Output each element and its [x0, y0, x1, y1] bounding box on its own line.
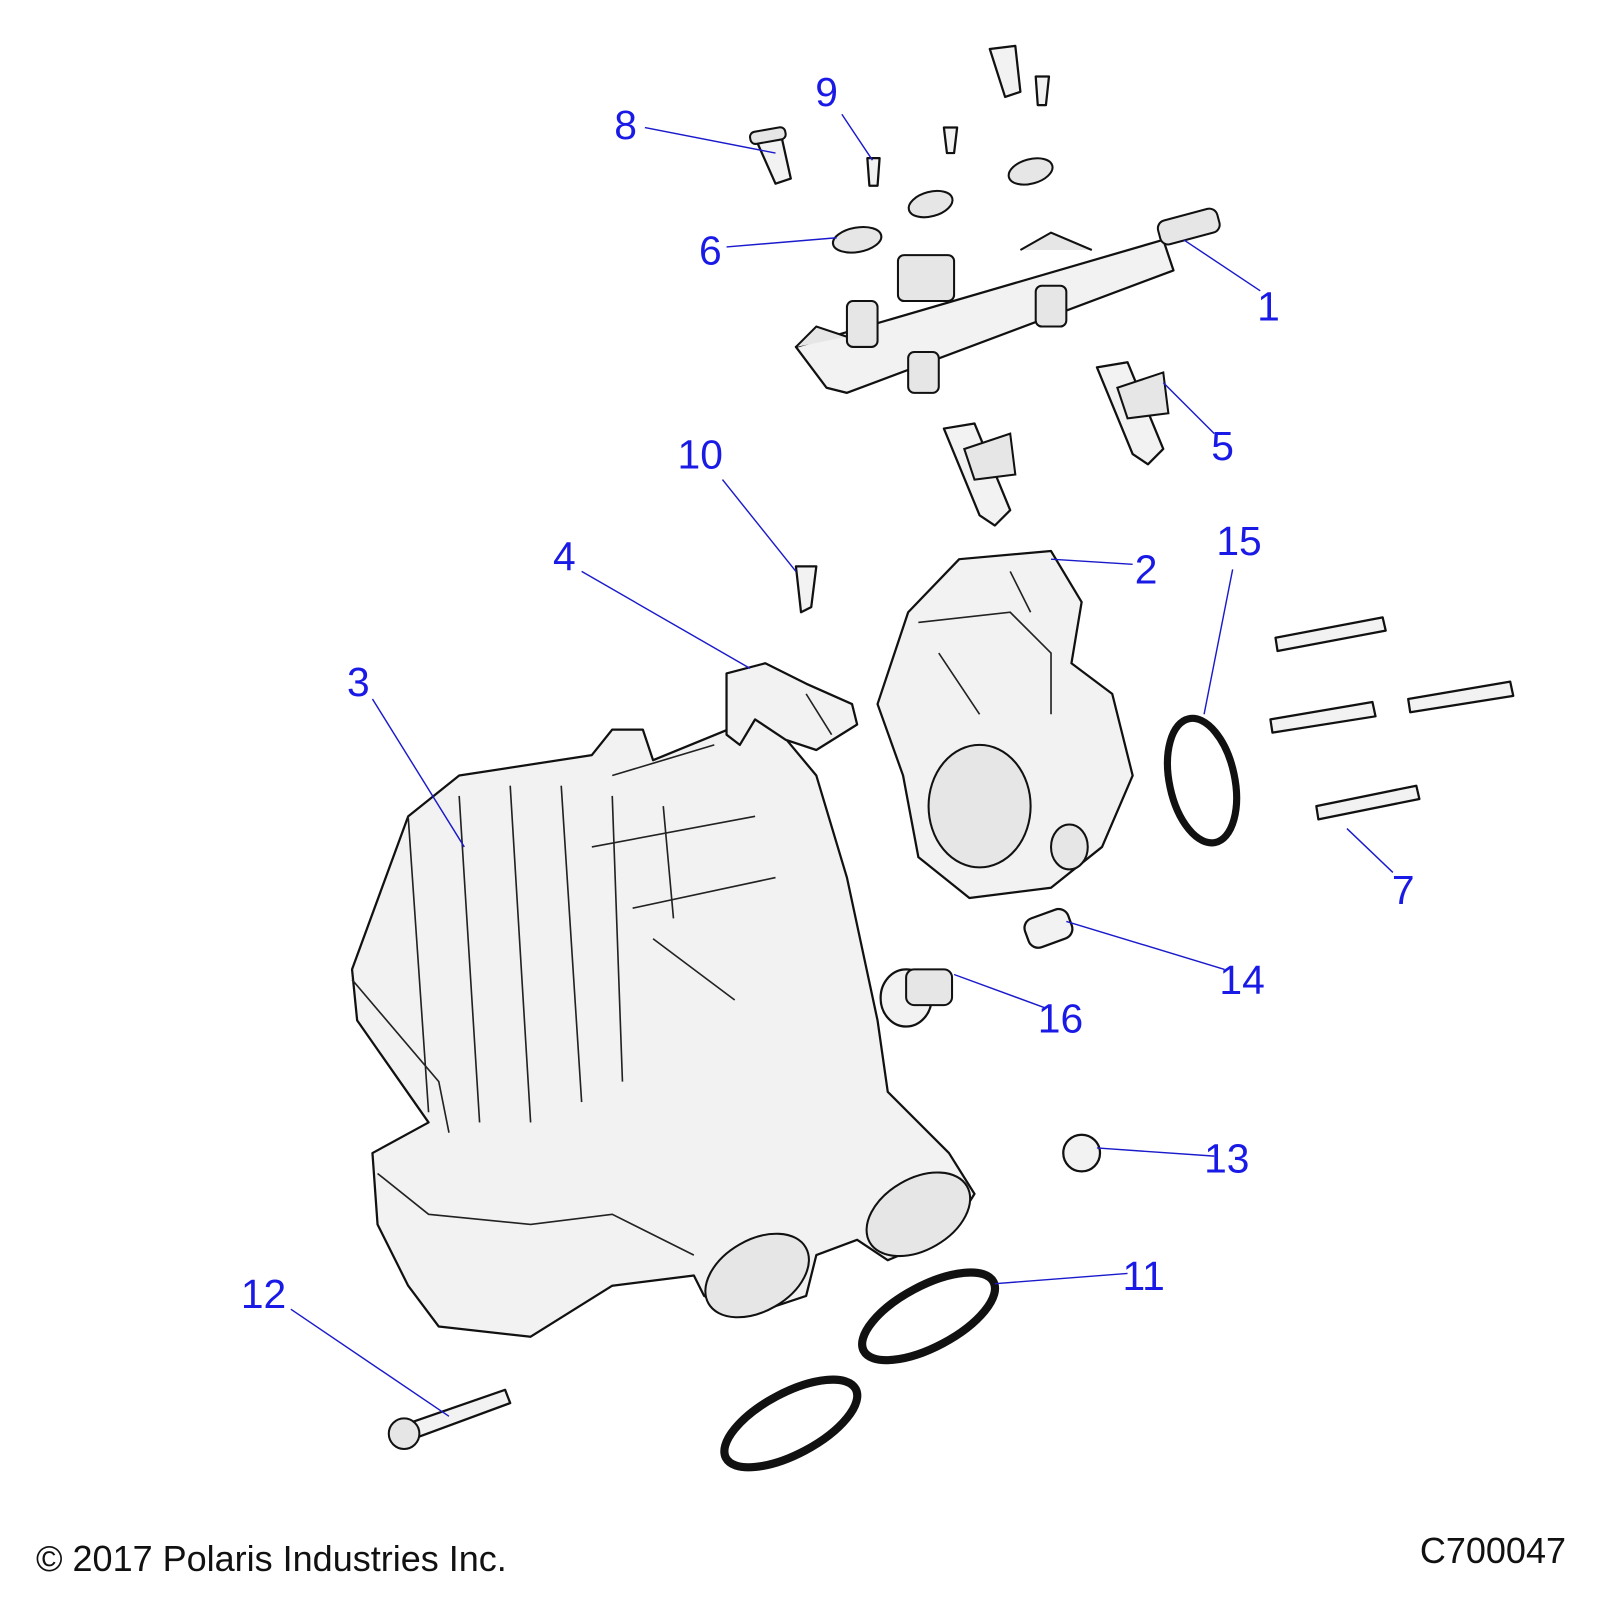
- intake-manifold-part: [350, 713, 976, 1338]
- callout-5: 5: [1211, 423, 1234, 469]
- callout-10: 10: [678, 431, 723, 477]
- map-sensor-part: [725, 662, 859, 752]
- callout-1: 1: [1257, 283, 1280, 329]
- callout-3: 3: [347, 659, 370, 705]
- throttle-body-part: [876, 549, 1134, 900]
- bolt-12-part: [387, 1388, 512, 1450]
- callout-12: 12: [241, 1271, 286, 1317]
- callout-13: 13: [1204, 1135, 1249, 1181]
- screw-10-part: [794, 565, 818, 614]
- hose-clamps-11-part: [720, 1268, 1000, 1472]
- callout-2: 2: [1135, 547, 1158, 593]
- callout-8: 8: [614, 102, 637, 148]
- callout-7: 7: [1392, 867, 1415, 913]
- callout-6: 6: [699, 227, 722, 273]
- callout-14: 14: [1219, 957, 1264, 1003]
- hose-14-part: [1023, 907, 1074, 949]
- leader-lines: [290, 113, 1394, 1417]
- nut-13-part: [1062, 1133, 1102, 1173]
- callout-16: 16: [1038, 996, 1083, 1042]
- o-ring-15-part: [1163, 714, 1241, 847]
- screws-and-washers: [748, 44, 1054, 254]
- callout-9: 9: [815, 69, 838, 115]
- copyright-notice: © 2017 Polaris Industries Inc.: [36, 1538, 507, 1579]
- bolts-7-part: [1269, 616, 1515, 821]
- callout-4: 4: [553, 533, 576, 579]
- callout-15: 15: [1216, 518, 1261, 564]
- drawing-number: C700047: [1419, 1530, 1566, 1571]
- callout-11: 11: [1122, 1253, 1164, 1299]
- grommet-16-part: [879, 968, 954, 1028]
- fuel-injector-parts: [942, 361, 1170, 527]
- fuel-rail-part: [794, 207, 1221, 394]
